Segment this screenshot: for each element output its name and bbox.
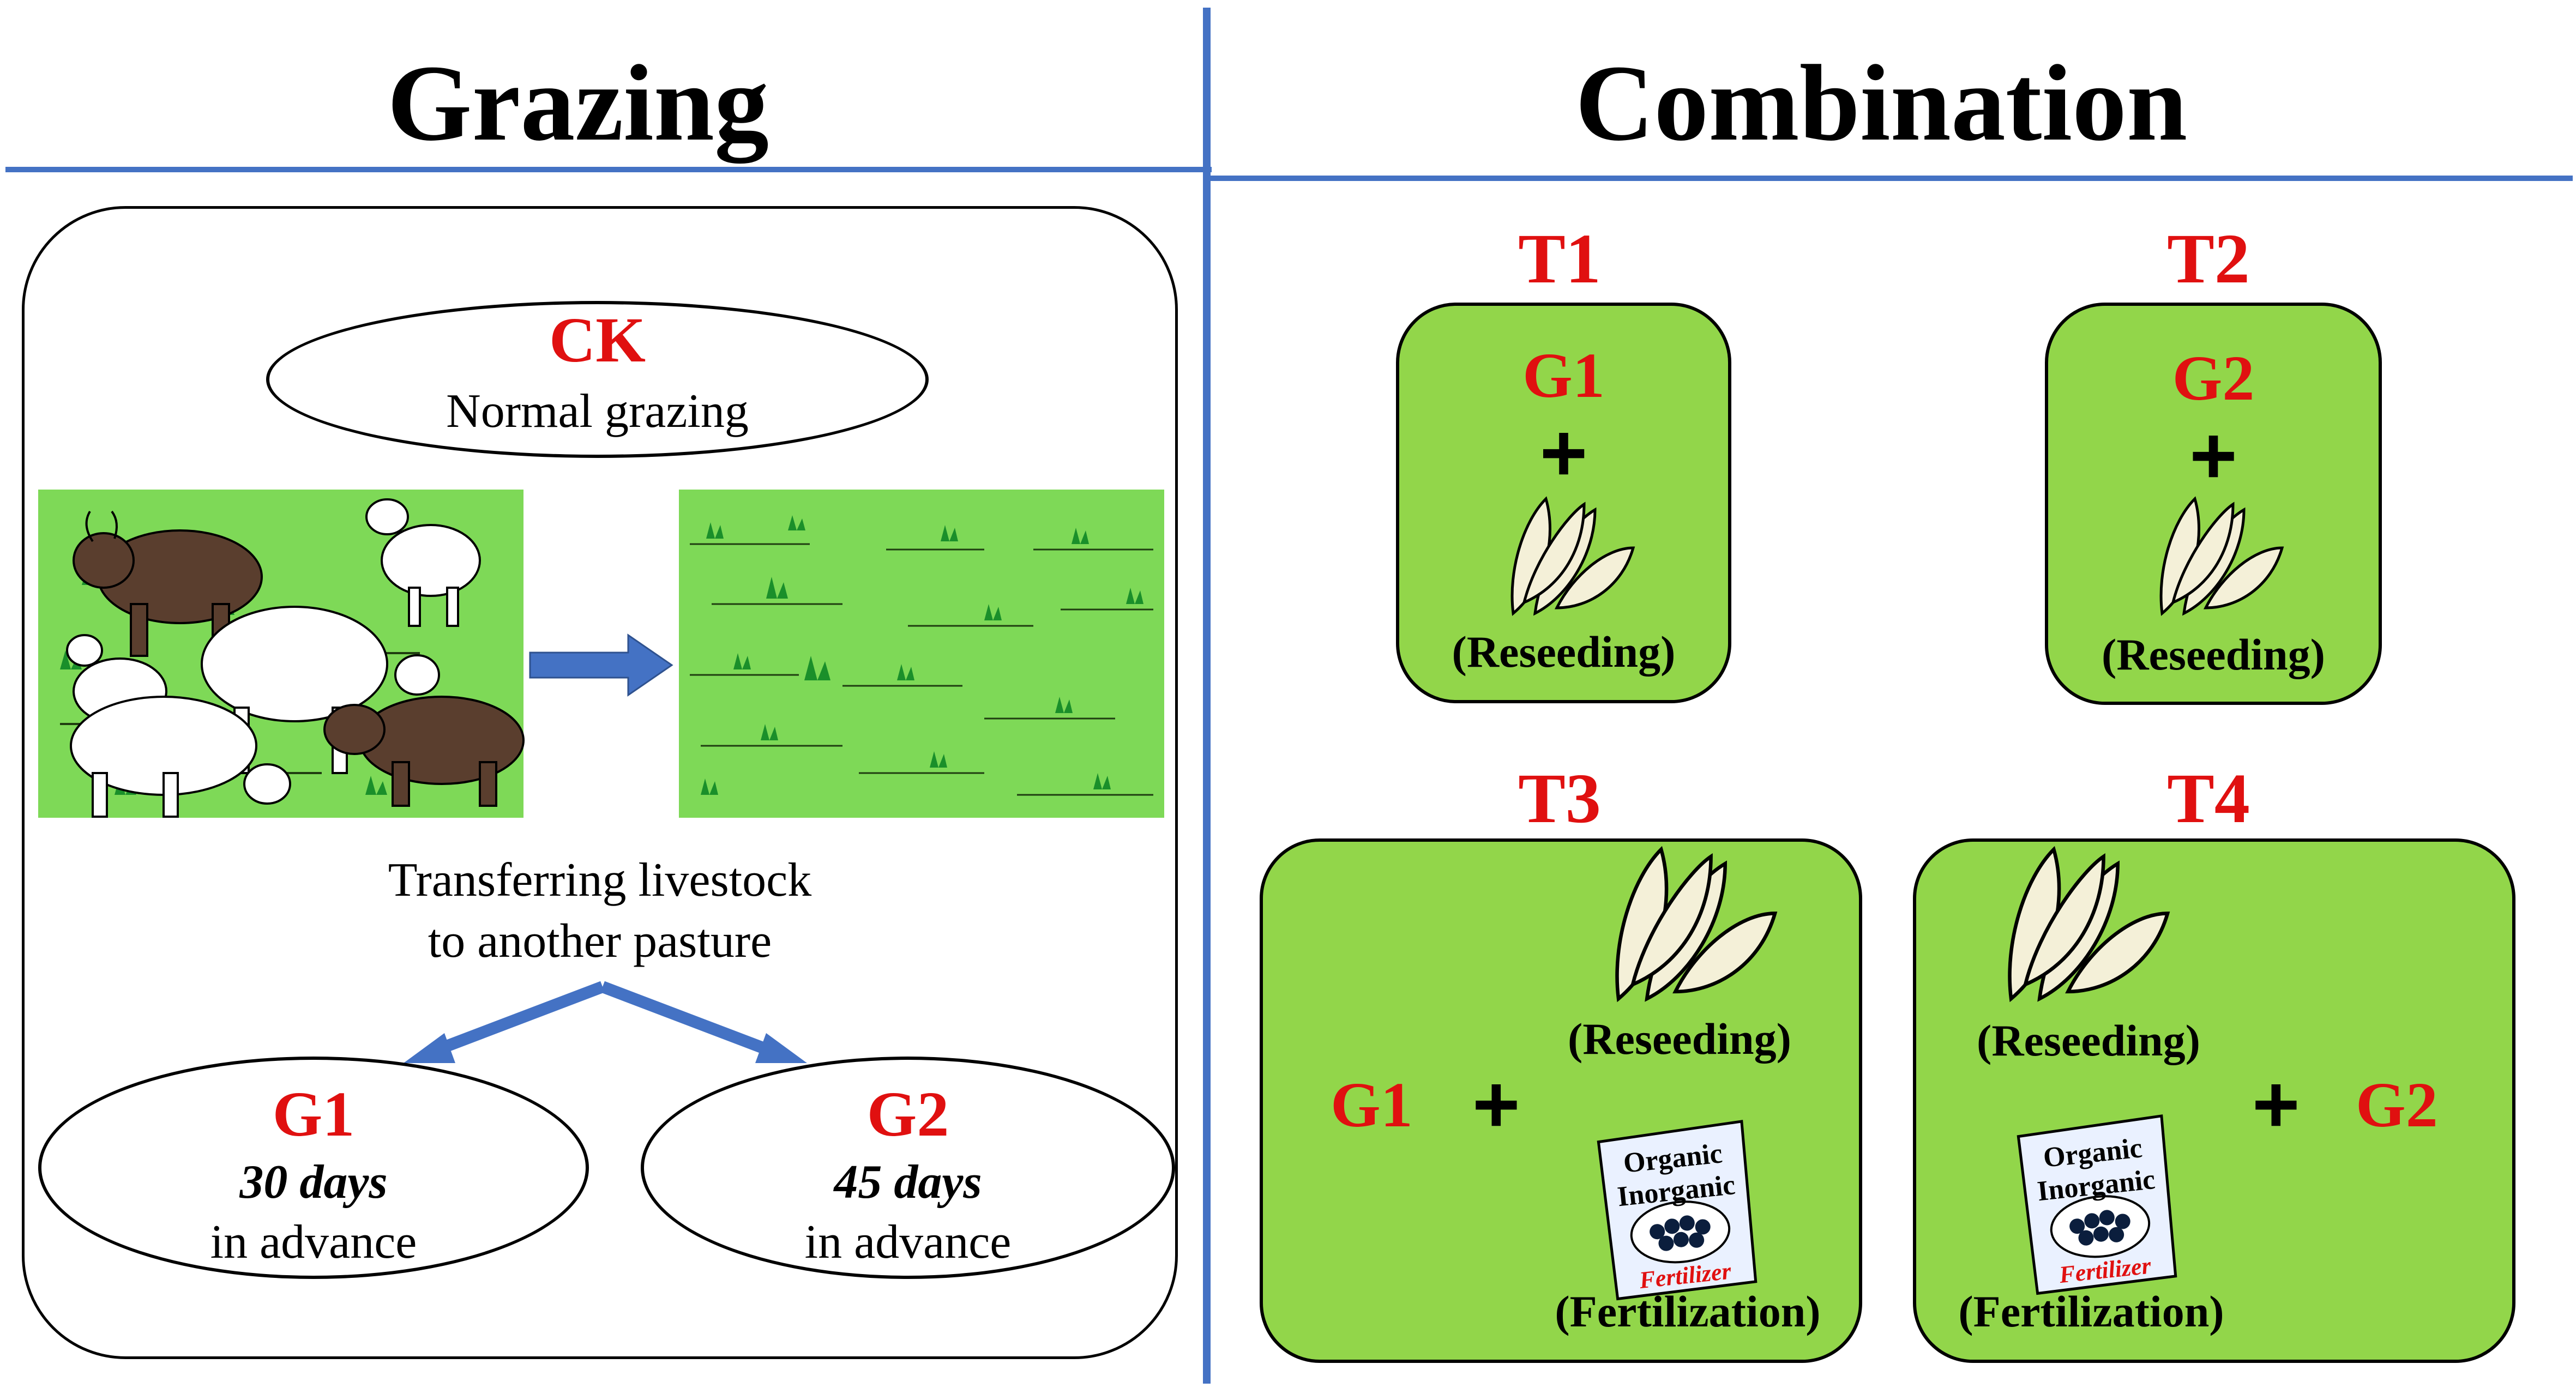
horizontal-divider-right xyxy=(1209,176,2573,181)
g1-days: 30 days xyxy=(239,1156,388,1209)
t2-box xyxy=(2045,303,2382,705)
t4-reseeding-label: (Reseeding) xyxy=(1977,1016,2200,1065)
empty-pasture-image xyxy=(679,490,1164,818)
t4-plus: + xyxy=(2252,1058,2300,1150)
t1-seeds-icon xyxy=(1510,496,1635,616)
t1-plus: + xyxy=(1539,407,1588,498)
g2-ellipse xyxy=(641,1057,1175,1279)
ck-label: CK xyxy=(549,304,646,376)
transfer-text-line2: to another pasture xyxy=(428,915,772,968)
t3-grazing-label: G1 xyxy=(1331,1069,1413,1140)
g1-ellipse xyxy=(38,1057,589,1279)
t2-seeds-icon xyxy=(2159,496,2284,616)
g1-label: G1 xyxy=(272,1078,355,1150)
grazing-panel xyxy=(22,206,1178,1359)
g2-label: G2 xyxy=(866,1078,949,1150)
combination-title: Combination xyxy=(1575,43,2188,164)
vertical-divider xyxy=(1203,8,1211,1384)
t3-fertilization-label: (Fertilization) xyxy=(1555,1287,1821,1336)
t1-label: T1 xyxy=(1518,220,1601,298)
t2-plus: + xyxy=(2189,409,2237,501)
g2-note: in advance xyxy=(804,1216,1012,1269)
right-arrow-icon xyxy=(529,633,673,697)
t2-label: T2 xyxy=(2167,220,2250,298)
t3-plus: + xyxy=(1472,1058,1520,1150)
t4-label: T4 xyxy=(2167,759,2250,838)
t3-fertilizer-bag: Organic Inorganic Fertilizer xyxy=(1592,1115,1764,1302)
split-arrows-icon xyxy=(404,981,807,1063)
t2-reseeding-label: (Reseeding) xyxy=(2102,630,2325,679)
transfer-text-line1: Transferring livestock xyxy=(388,854,812,907)
g1-note: in advance xyxy=(210,1216,417,1269)
t2-grazing-label: G2 xyxy=(2172,342,2255,414)
t4-seeds-icon xyxy=(2008,846,2170,1003)
t1-box xyxy=(1396,303,1731,703)
t4-fertilizer-bag: Organic Inorganic Fertilizer xyxy=(2012,1110,2184,1297)
t4-box xyxy=(1913,838,2515,1363)
ck-description: Normal grazing xyxy=(446,385,749,438)
t1-grazing-label: G1 xyxy=(1522,340,1605,411)
t4-grazing-label: G2 xyxy=(2356,1069,2438,1140)
ck-ellipse xyxy=(266,301,929,458)
horizontal-divider-left xyxy=(5,167,1212,172)
grazing-scene-image xyxy=(38,490,525,818)
t4-fertilization-label: (Fertilization) xyxy=(1958,1287,2224,1336)
g2-days: 45 days xyxy=(834,1156,982,1209)
t3-seeds-icon xyxy=(1615,846,1778,1003)
t3-reseeding-label: (Reseeding) xyxy=(1568,1014,1791,1064)
grazing-title: Grazing xyxy=(387,43,769,164)
t1-reseeding-label: (Reseeding) xyxy=(1452,627,1676,677)
t3-label: T3 xyxy=(1518,759,1601,838)
